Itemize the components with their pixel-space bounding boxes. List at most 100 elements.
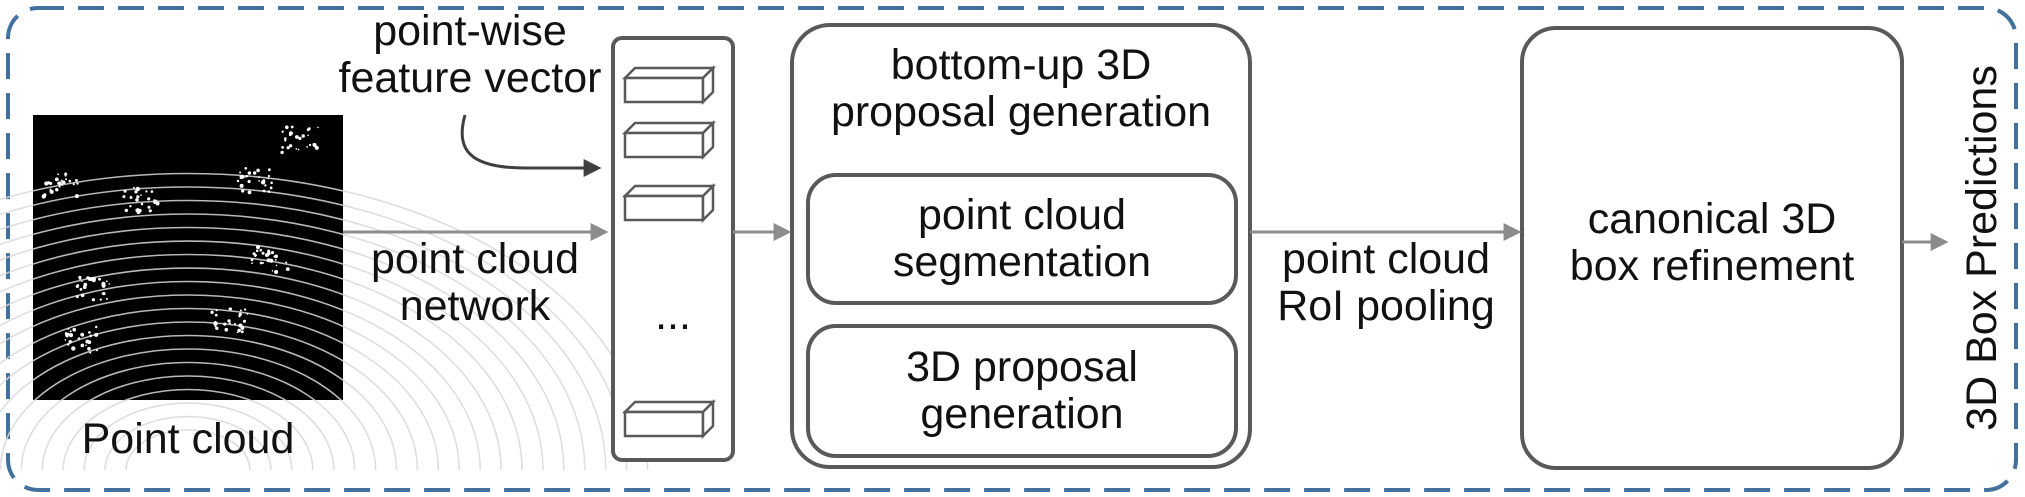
lidar-point [256, 168, 260, 173]
lidar-point [210, 310, 214, 314]
lidar-point [281, 146, 284, 149]
lidar-point [88, 331, 91, 334]
lidar-point [250, 258, 254, 262]
refinement-label-line1: canonical 3D [1587, 195, 1837, 243]
lidar-point [95, 325, 98, 329]
lidar-point [274, 270, 279, 274]
lidar-point [261, 251, 265, 255]
lidar-point [77, 337, 81, 340]
lidar-point [91, 298, 95, 302]
lidar-point [240, 326, 245, 330]
lidar-point [262, 262, 265, 264]
proposal-label-line1: 3D proposal [906, 343, 1138, 391]
lidar-point [307, 134, 309, 137]
lidar-scan-ring [41, 375, 335, 471]
lidar-point [72, 327, 76, 332]
lidar-point [266, 251, 271, 256]
segmentation-box [806, 173, 1238, 305]
lidar-point [148, 209, 152, 213]
lidar-point [55, 188, 59, 192]
lidar-scan-ring [0, 280, 481, 471]
lidar-point [79, 288, 83, 291]
lidar-scan-ring [0, 226, 565, 471]
lidar-point [288, 131, 293, 136]
network-label-line2: network [399, 282, 551, 330]
lidar-point [239, 183, 244, 188]
lidar-point [87, 346, 91, 351]
lidar-point [129, 196, 133, 199]
lidar-point [85, 344, 87, 347]
lidar-point [247, 190, 252, 195]
lidar-point [312, 143, 315, 145]
lidar-point [255, 249, 259, 253]
lidar-point [252, 252, 256, 256]
lidar-point [229, 322, 231, 325]
lidar-point [78, 277, 82, 280]
proposal-box [806, 324, 1238, 458]
lidar-point [256, 245, 260, 250]
feature-label-line2: feature vector [338, 54, 602, 102]
lidar-point [98, 277, 101, 281]
lidar-point [49, 188, 52, 191]
lidar-scan-ring [20, 361, 356, 471]
lidar-point [214, 313, 218, 317]
network-label: point cloud network [345, 236, 605, 330]
lidar-point [244, 308, 247, 311]
lidar-point [288, 144, 293, 148]
pooling-label-line1: point cloud [1282, 235, 1490, 283]
lidar-point [274, 258, 277, 261]
outer-dashed-frame [6, 6, 2018, 492]
lidar-point [156, 203, 159, 206]
lidar-point [267, 174, 271, 178]
lidar-point [285, 261, 288, 264]
refinement-label-line2: box refinement [1569, 242, 1855, 290]
lidar-point [240, 174, 245, 179]
lidar-point [301, 134, 305, 138]
lidar-point [233, 322, 236, 326]
lidar-point [247, 179, 251, 184]
lidar-point [66, 332, 70, 336]
lidar-scan-ring [0, 240, 544, 471]
feature-label: point-wise feature vector [320, 8, 620, 102]
lidar-point [86, 276, 90, 280]
lidar-point [275, 264, 278, 267]
lidar-point [49, 189, 54, 194]
lidar-point [123, 189, 127, 193]
lidar-point [306, 146, 309, 148]
lidar-point [135, 208, 139, 212]
lidar-point [43, 195, 47, 198]
lidar-point [153, 201, 157, 205]
lidar-point [285, 267, 290, 271]
lidar-point [267, 190, 271, 193]
lidar-point [101, 292, 105, 295]
lidar-point [74, 194, 79, 199]
lidar-point [80, 293, 85, 298]
lidar-point [67, 343, 70, 346]
lidar-scan-ring [0, 172, 649, 471]
lidar-point [99, 298, 102, 301]
proposal-label-line2: generation [920, 390, 1124, 438]
lidar-scan-ring [104, 415, 272, 471]
lidar-point [264, 184, 267, 187]
lidar-scan-ring [0, 253, 523, 471]
lidar-scan-ring [0, 213, 586, 471]
lidar-point [61, 180, 66, 185]
lidar-point [61, 183, 64, 186]
lidar-point [227, 319, 231, 323]
lidar-scan-ring [0, 186, 628, 471]
lidar-point [69, 330, 72, 333]
refinement-box [1520, 26, 1904, 470]
lidar-point [242, 319, 246, 323]
lidar-point [238, 314, 241, 318]
lidar-point [81, 280, 83, 283]
lidar-point [129, 205, 132, 208]
feature-vector-icons [621, 64, 717, 440]
lidar-point [251, 262, 254, 264]
lidar-point [267, 177, 269, 180]
lidar-point [307, 127, 311, 131]
lidar-point [237, 328, 241, 333]
lidar-point [67, 327, 70, 330]
lidar-point [258, 176, 260, 178]
lidar-point [47, 181, 51, 185]
